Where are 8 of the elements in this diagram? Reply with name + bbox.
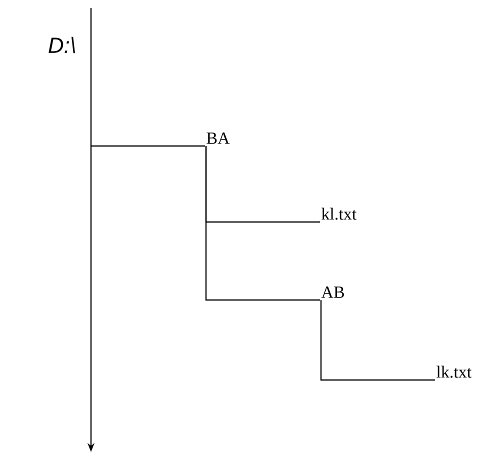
branch-line — [91, 145, 205, 147]
drive-label: D:\ — [48, 36, 76, 54]
branch-line — [320, 300, 435, 381]
tree-item-label: AB — [321, 286, 344, 298]
tree-item-label: lk.txt — [436, 366, 472, 378]
branch-line — [205, 146, 320, 301]
tree-item-label: BA — [206, 132, 230, 144]
tree-item-label: kl.txt — [322, 208, 357, 220]
